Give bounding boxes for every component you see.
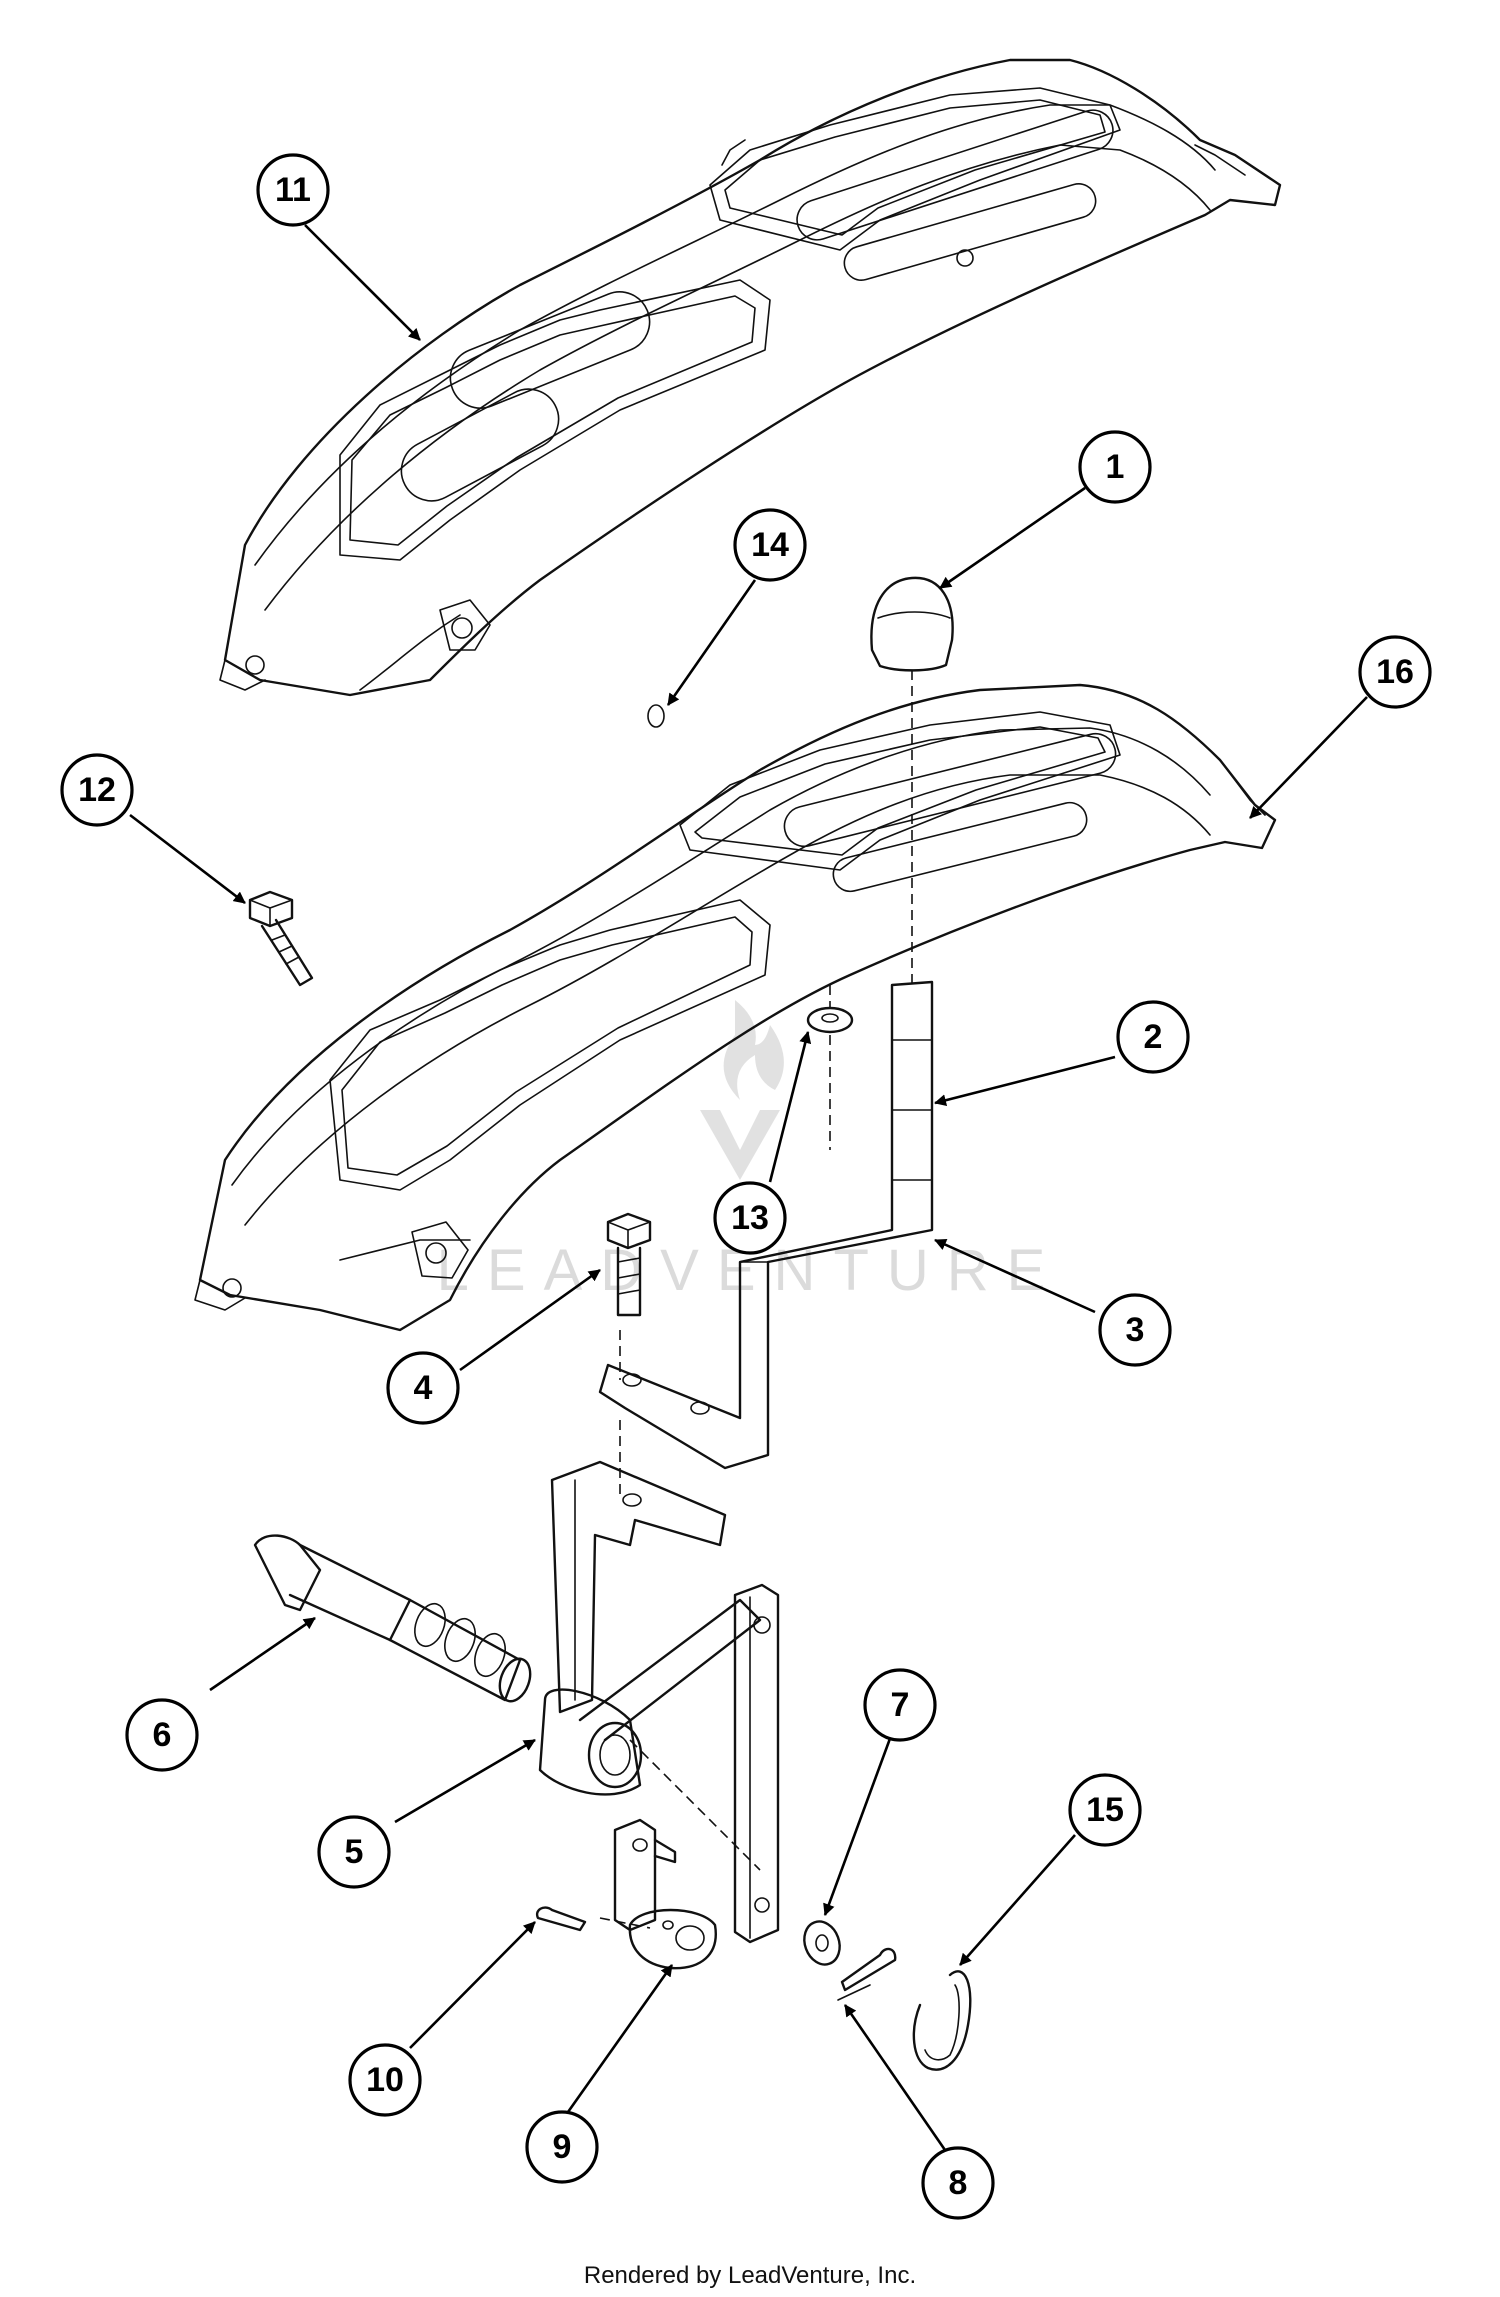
callout-5-label: 5 [345, 1833, 364, 1871]
washer-lower [803, 1920, 841, 1966]
callout-7-label: 7 [891, 1686, 910, 1724]
pivot-bracket [538, 1330, 780, 1944]
watermark: LEADVENTURE [437, 1000, 1045, 1303]
callout-13: 13 [713, 1181, 787, 1255]
callout-4: 4 [386, 1351, 460, 1425]
callout-11-label: 11 [275, 171, 311, 209]
callout-14: 14 [733, 508, 807, 582]
dash-panel-lower [194, 683, 1277, 1332]
callout-15-label: 15 [1086, 1791, 1124, 1829]
shift-lever [598, 980, 934, 1470]
callout-1: 1 [1078, 430, 1152, 504]
washer-upper [806, 1006, 854, 1034]
dash-panel-upper [219, 58, 1282, 697]
callout-5: 5 [317, 1815, 391, 1889]
shift-knob [870, 576, 954, 672]
cotter-pin-large [837, 1947, 897, 2001]
callout-12-label: 12 [78, 771, 116, 809]
callout-15: 15 [1068, 1773, 1142, 1847]
callout-13-label: 13 [731, 1199, 769, 1237]
callout-6: 6 [125, 1698, 199, 1772]
callout-16-label: 16 [1376, 653, 1414, 691]
callout-10-label: 10 [366, 2061, 404, 2099]
callout-8: 8 [921, 2146, 995, 2220]
callout-12: 12 [60, 753, 134, 827]
callout-9-label: 9 [553, 2128, 572, 2166]
callout-11: 11 [256, 153, 330, 227]
retaining-ring [912, 1970, 972, 2071]
pivot-shaft [253, 1534, 532, 1703]
clevis [613, 1818, 717, 1970]
callout-2: 2 [1116, 1000, 1190, 1074]
callout-9: 9 [525, 2110, 599, 2184]
callout-8-label: 8 [949, 2164, 968, 2202]
callout-6-label: 6 [153, 1716, 172, 1754]
callout-4-label: 4 [414, 1369, 433, 1407]
screw-upper [248, 890, 314, 987]
callout-1-label: 1 [1106, 448, 1125, 486]
callout-14-label: 14 [751, 526, 789, 564]
callout-10: 10 [348, 2043, 422, 2117]
small-plug [647, 704, 665, 728]
leader-lines [129, 224, 1368, 2151]
callout-16: 16 [1358, 635, 1432, 709]
callout-7: 7 [863, 1668, 937, 1742]
callout-3: 3 [1098, 1293, 1172, 1367]
callout-2-label: 2 [1144, 1018, 1163, 1056]
footer-credit: Rendered by LeadVenture, Inc. [583, 2262, 917, 2289]
cotter-pin-small [535, 1906, 651, 1932]
bolt-lever [606, 1212, 652, 1317]
callout-3-label: 3 [1126, 1311, 1145, 1349]
